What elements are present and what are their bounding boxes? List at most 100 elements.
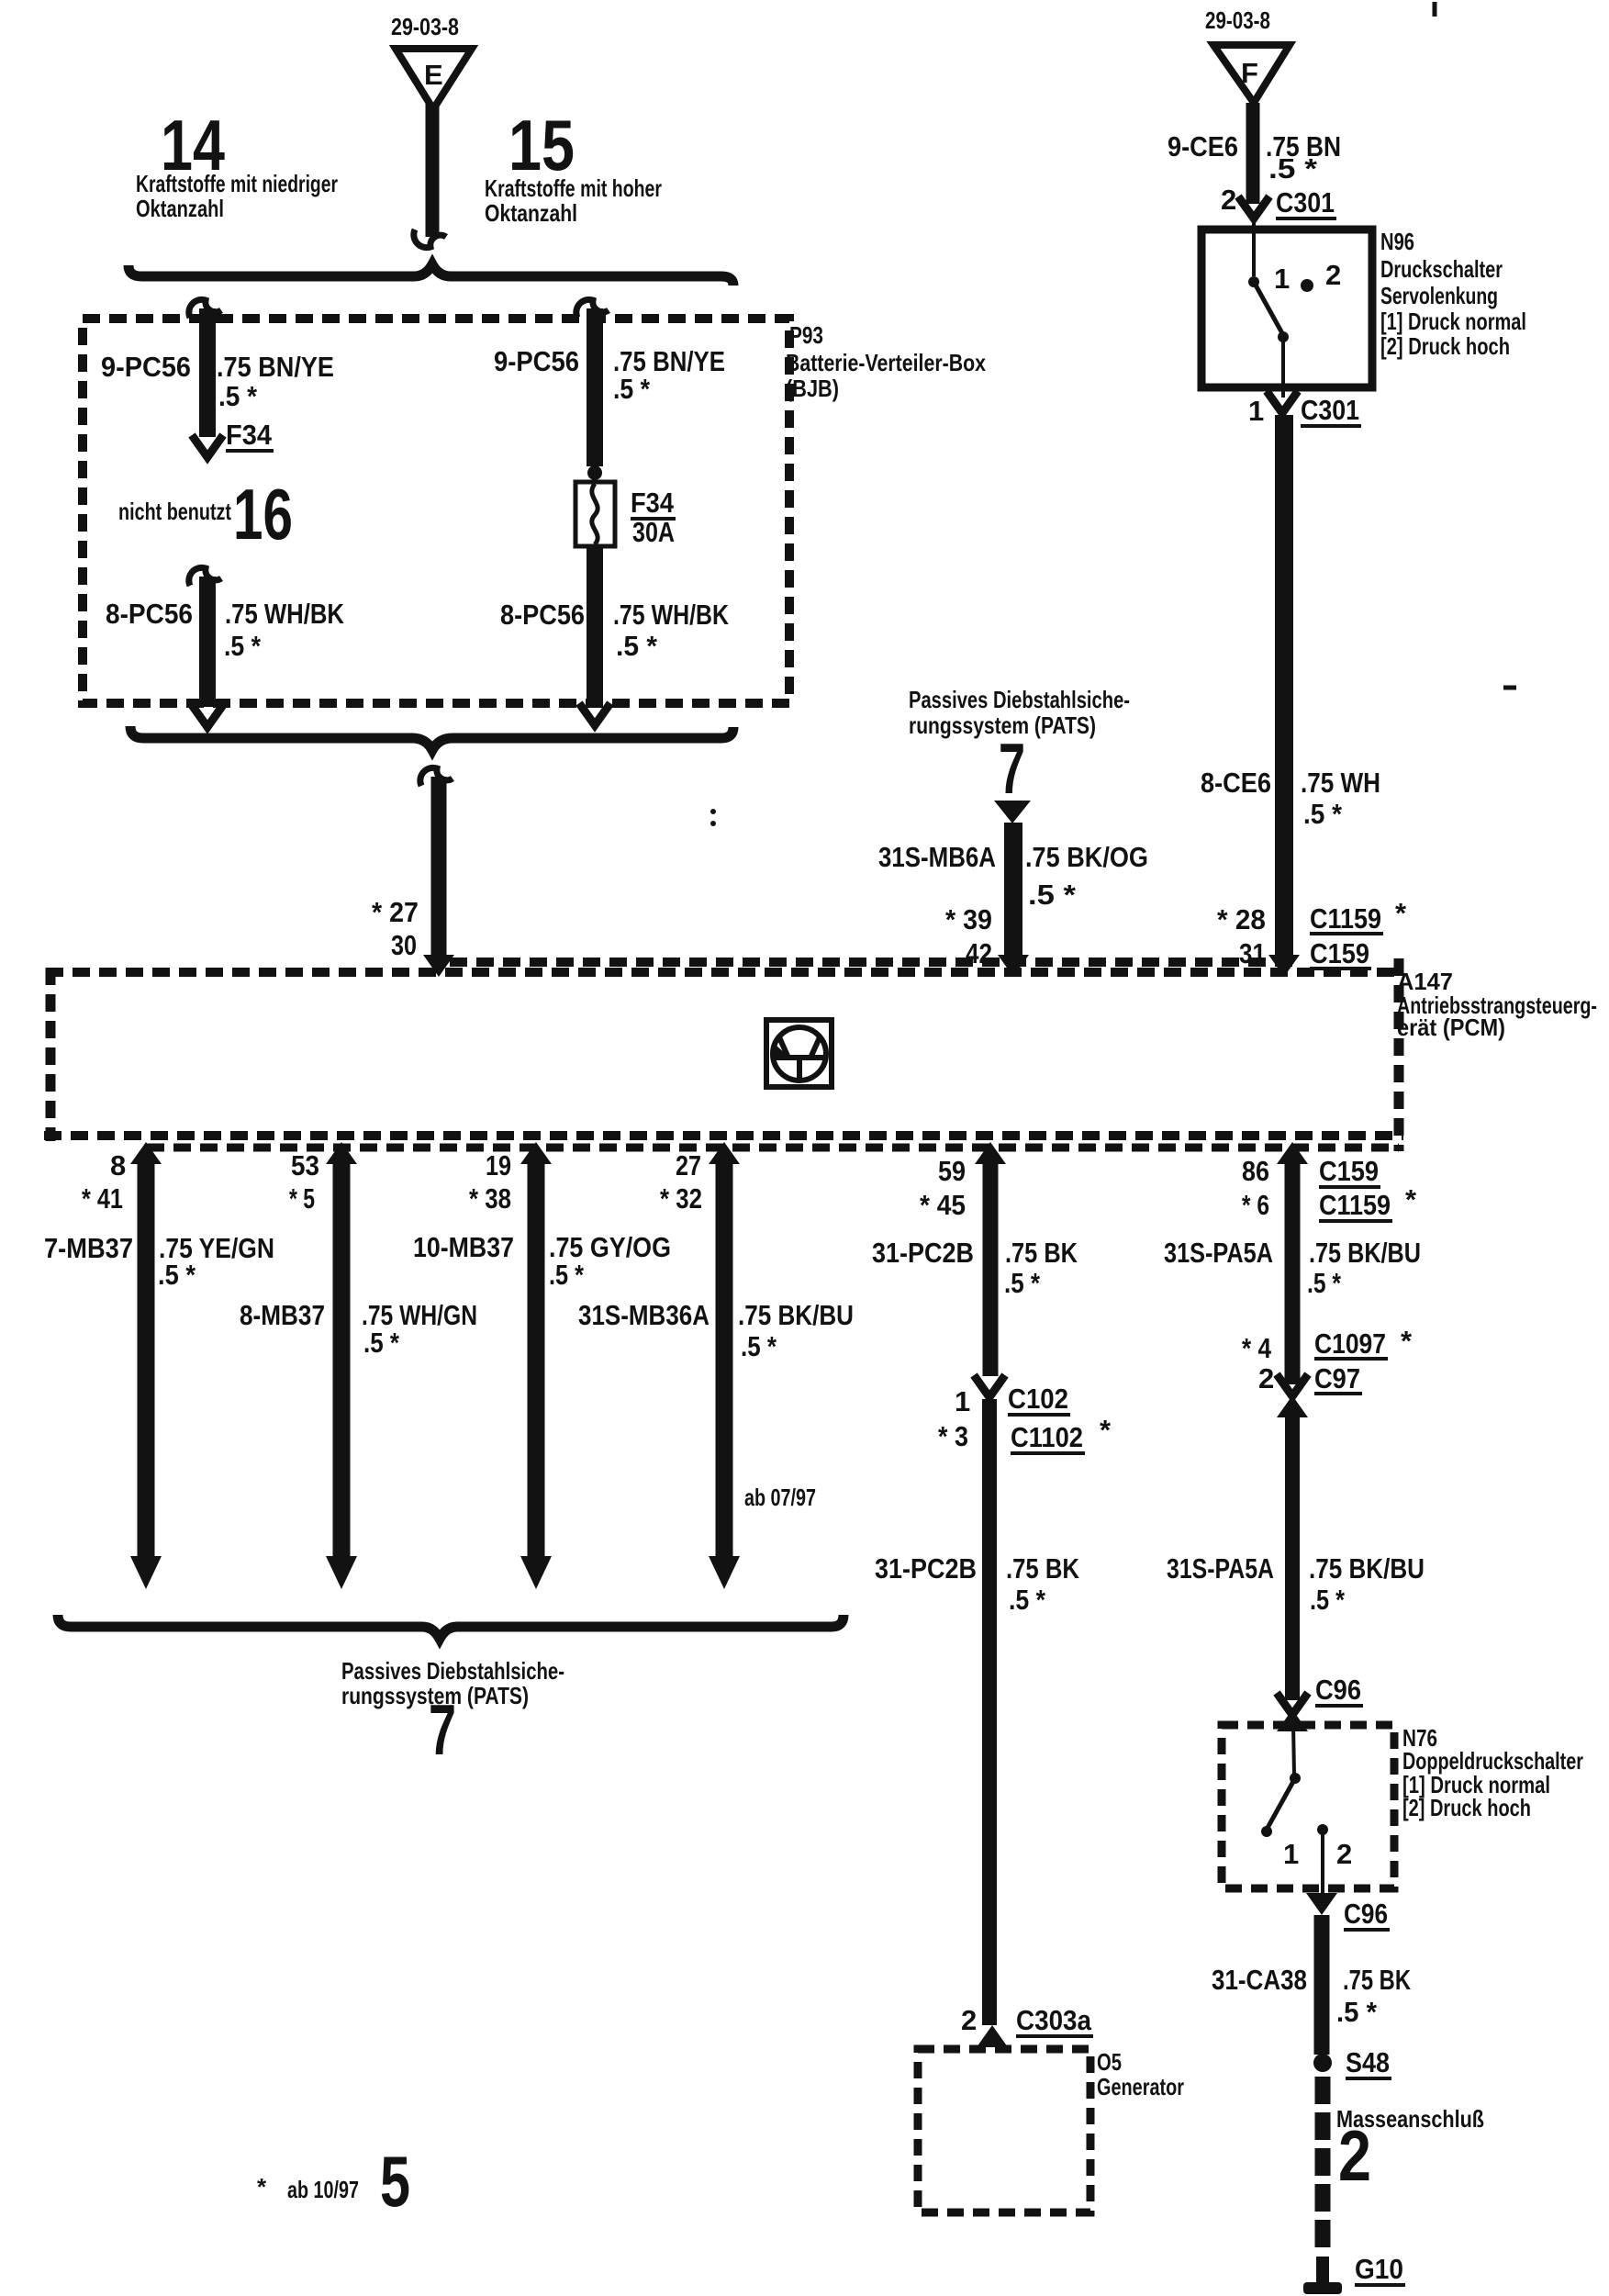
svg-text:C96: C96 xyxy=(1344,1898,1388,1930)
svg-text:ab 07/97: ab 07/97 xyxy=(744,1484,816,1511)
svg-text:.5 *: .5 * xyxy=(1310,1584,1346,1616)
svg-text:[1] Druck normal: [1] Druck normal xyxy=(1380,308,1526,335)
svg-text:*: * xyxy=(1405,1183,1417,1215)
svg-text:* 4: * 4 xyxy=(1242,1332,1272,1364)
svg-text:8-PC56: 8-PC56 xyxy=(106,598,193,630)
svg-text:53: 53 xyxy=(291,1149,319,1182)
svg-text:.5 *: .5 * xyxy=(616,630,658,662)
svg-text:.75 YE/GN: .75 YE/GN xyxy=(159,1232,274,1264)
svg-text:ab 10/97: ab 10/97 xyxy=(287,2176,359,2203)
svg-text:2: 2 xyxy=(1338,2115,1371,2196)
svg-text:C159: C159 xyxy=(1310,937,1369,969)
svg-text:.75 BK/OG: .75 BK/OG xyxy=(1025,841,1148,873)
svg-text:C1159: C1159 xyxy=(1310,902,1381,935)
svg-text:* 3: * 3 xyxy=(938,1420,968,1452)
svg-text:C1102: C1102 xyxy=(1011,1421,1083,1453)
svg-text:C97: C97 xyxy=(1314,1362,1360,1394)
svg-text:* 28: * 28 xyxy=(1217,903,1266,935)
svg-text:1: 1 xyxy=(1248,395,1264,427)
svg-text:*: * xyxy=(1395,897,1407,929)
svg-text:F: F xyxy=(1241,57,1258,89)
svg-text:Servolenkung: Servolenkung xyxy=(1380,282,1498,309)
svg-text:S48: S48 xyxy=(1346,2046,1390,2078)
svg-text:C301: C301 xyxy=(1276,186,1335,218)
svg-text:Kraftstoffe mit niedriger: Kraftstoffe mit niedriger xyxy=(136,170,338,197)
svg-text:* 38: * 38 xyxy=(469,1182,511,1215)
svg-text:15: 15 xyxy=(508,105,575,185)
svg-text:2: 2 xyxy=(1221,184,1236,216)
svg-text:31-CA38: 31-CA38 xyxy=(1212,1964,1307,1996)
svg-text:C1097: C1097 xyxy=(1314,1327,1386,1360)
svg-text:Oktanzahl: Oktanzahl xyxy=(136,195,224,222)
svg-text:2: 2 xyxy=(961,2004,977,2036)
svg-text:7-MB37: 7-MB37 xyxy=(44,1232,133,1264)
svg-text:30: 30 xyxy=(391,929,417,961)
svg-text:9-PC56: 9-PC56 xyxy=(494,345,579,377)
svg-text:C96: C96 xyxy=(1315,1674,1361,1706)
svg-text:.75 BK/BU: .75 BK/BU xyxy=(1309,1552,1425,1585)
svg-text:.5 *: .5 * xyxy=(1268,152,1318,185)
svg-text:8-PC56: 8-PC56 xyxy=(500,599,585,631)
svg-text:Kraftstoffe mit hoher: Kraftstoffe mit hoher xyxy=(485,174,662,202)
svg-text:.5 *: .5 * xyxy=(158,1259,196,1291)
svg-text:.5 *: .5 * xyxy=(1307,1267,1342,1299)
svg-text:F34: F34 xyxy=(631,487,675,519)
svg-text:erät (PCM): erät (PCM) xyxy=(1397,1014,1505,1041)
svg-text:1: 1 xyxy=(1274,263,1290,295)
svg-text:* 45: * 45 xyxy=(920,1189,966,1221)
svg-text:.5 *: .5 * xyxy=(741,1330,777,1362)
svg-text:Batterie-Verteiler-Box: Batterie-Verteiler-Box xyxy=(786,349,986,376)
svg-text:Doppeldruckschalter: Doppeldruckschalter xyxy=(1402,1747,1583,1775)
svg-text:C159: C159 xyxy=(1319,1155,1379,1187)
svg-text:*: * xyxy=(1401,1325,1413,1357)
svg-text:30A: 30A xyxy=(632,516,675,548)
svg-text:O5: O5 xyxy=(1097,2048,1122,2076)
svg-text:*: * xyxy=(1100,1414,1112,1446)
svg-text:29-03-8: 29-03-8 xyxy=(391,13,459,40)
svg-text:42: 42 xyxy=(966,937,992,969)
svg-text:.75 BK: .75 BK xyxy=(1343,1964,1411,1996)
svg-text:N96: N96 xyxy=(1380,228,1414,255)
svg-text:31-PC2B: 31-PC2B xyxy=(872,1237,974,1269)
svg-text:29-03-8: 29-03-8 xyxy=(1205,6,1270,34)
svg-text:.75 WH/GN: .75 WH/GN xyxy=(362,1299,477,1331)
svg-text:.5 *: .5 * xyxy=(1303,798,1343,830)
svg-text:P93: P93 xyxy=(789,321,823,349)
svg-text:A147: A147 xyxy=(1397,968,1453,995)
svg-text:9-PC56: 9-PC56 xyxy=(101,351,191,383)
svg-text:.75 BK/BU: .75 BK/BU xyxy=(738,1299,854,1331)
svg-text:.5 *: .5 * xyxy=(613,373,651,405)
svg-text:8: 8 xyxy=(110,1149,126,1182)
svg-text:.75 WH/BK: .75 WH/BK xyxy=(613,599,729,631)
svg-text:[1] Druck normal: [1] Druck normal xyxy=(1402,1771,1550,1798)
svg-text:* 6: * 6 xyxy=(1242,1189,1269,1221)
svg-text:.75 BK: .75 BK xyxy=(1006,1552,1080,1585)
svg-text:86: 86 xyxy=(1242,1155,1269,1187)
svg-text:14: 14 xyxy=(161,105,225,185)
svg-text:31S-MB6A: 31S-MB6A xyxy=(878,841,996,873)
svg-text:Druckschalter: Druckschalter xyxy=(1380,255,1503,283)
svg-text:.75 BK/BU: .75 BK/BU xyxy=(1309,1237,1421,1269)
svg-text:Oktanzahl: Oktanzahl xyxy=(485,199,577,227)
svg-text:* 41: * 41 xyxy=(82,1182,123,1215)
svg-text:rungssystem (PATS): rungssystem (PATS) xyxy=(909,711,1096,739)
svg-text:31S-PA5A: 31S-PA5A xyxy=(1164,1237,1273,1269)
svg-text:27: 27 xyxy=(676,1149,701,1182)
svg-text:.5 *: .5 * xyxy=(1004,1267,1041,1299)
svg-text:2: 2 xyxy=(1336,1838,1352,1870)
svg-text:* 27: * 27 xyxy=(372,896,419,928)
svg-text:.75 BK: .75 BK xyxy=(1005,1237,1078,1269)
svg-text:C303a: C303a xyxy=(1016,2004,1092,2036)
svg-text:*: * xyxy=(257,2173,267,2201)
svg-text:10-MB37: 10-MB37 xyxy=(413,1231,514,1263)
svg-text:7: 7 xyxy=(999,728,1025,809)
svg-text:* 5: * 5 xyxy=(289,1182,315,1215)
svg-text:rungssystem (PATS): rungssystem (PATS) xyxy=(341,1682,529,1709)
svg-text:2: 2 xyxy=(1258,1362,1274,1394)
svg-text:.75 BN/YE: .75 BN/YE xyxy=(613,345,725,377)
svg-text:8-CE6: 8-CE6 xyxy=(1201,767,1271,799)
svg-text:5: 5 xyxy=(380,2141,410,2222)
svg-text:F34: F34 xyxy=(226,419,273,451)
svg-text:.75 BN/YE: .75 BN/YE xyxy=(217,351,334,383)
svg-text:Passives Diebstahlsiche-: Passives Diebstahlsiche- xyxy=(341,1657,564,1685)
